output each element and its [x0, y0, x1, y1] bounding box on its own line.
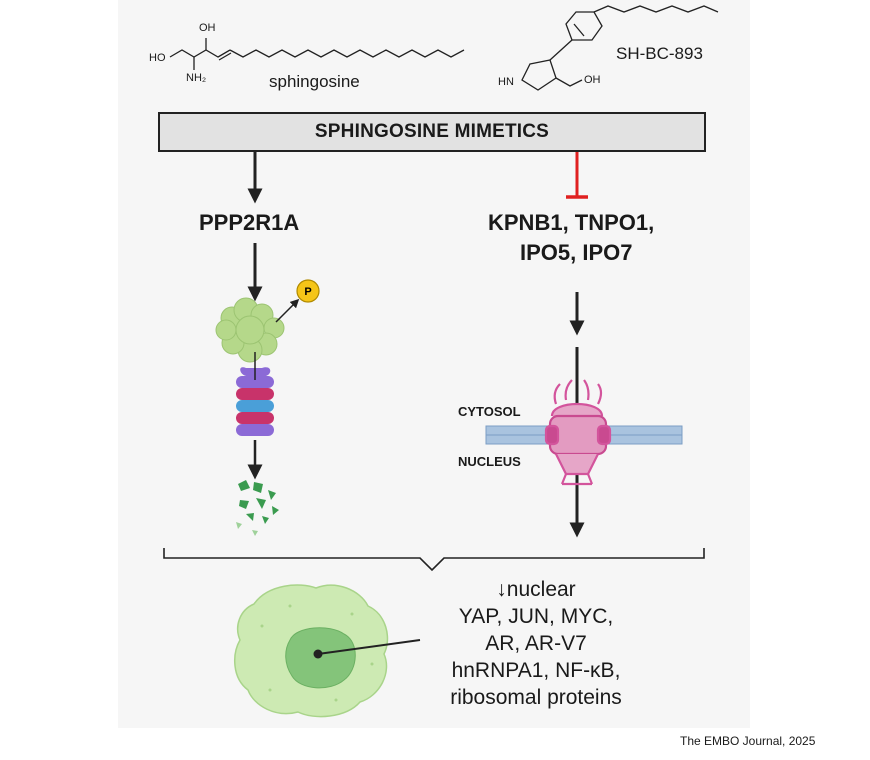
degraded-fragments [236, 480, 279, 536]
outcome-line: hnRNPA1, NF-κB, [451, 659, 621, 682]
nucleus-label: NUCLEUS [458, 454, 521, 469]
importins-label-line1: KPNB1, TNPO1, [488, 210, 655, 235]
sh-bc-893-structure [521, 5, 719, 91]
outcome-line: ribosomal proteins [450, 686, 622, 709]
journal-credit: The EMBO Journal, 2025 [680, 734, 816, 748]
cell-icon [234, 584, 421, 718]
phosphate-label: P [304, 286, 311, 298]
importins-label-line2: IPO5, IPO7 [520, 240, 633, 265]
outcome-line: AR, AR-V7 [485, 632, 587, 655]
sphingosine-oh-label: OH [199, 22, 216, 34]
outcome-line: YAP, JUN, MYC, [458, 605, 614, 628]
nuclear-outcome-text: ↓nuclear YAP, JUN, MYC, AR, AR-V7 hnRNPA… [418, 576, 654, 711]
nuclear-pore-complex [544, 379, 612, 486]
sphingosine-nh2-label: NH₂ [186, 72, 207, 84]
proteasome-icon [236, 352, 274, 436]
sh-bc-893-oh-label: OH [584, 74, 601, 86]
convergence-bracket [163, 548, 705, 572]
ppp2r1a-label: PPP2R1A [199, 210, 300, 235]
nuclear-membrane [485, 425, 683, 445]
sphingosine-name: sphingosine [269, 72, 360, 91]
sh-bc-893-hn-label: HN [498, 76, 514, 88]
outcome-line: ↓nuclear [496, 578, 576, 601]
sphingosine-mimetics-header: SPHINGOSINE MIMETICS [158, 112, 706, 152]
dephosphorylation-arrow [275, 298, 300, 323]
sphingosine-structure [169, 38, 465, 70]
sphingosine-ho-label: HO [149, 52, 166, 64]
phosphate-icon [296, 279, 320, 303]
substrate-protein [215, 297, 285, 363]
sh-bc-893-name: SH-BC-893 [616, 44, 703, 63]
cytosol-label: CYTOSOL [458, 404, 521, 419]
nucleus-icon [285, 627, 356, 689]
header-title: SPHINGOSINE MIMETICS [314, 121, 550, 142]
